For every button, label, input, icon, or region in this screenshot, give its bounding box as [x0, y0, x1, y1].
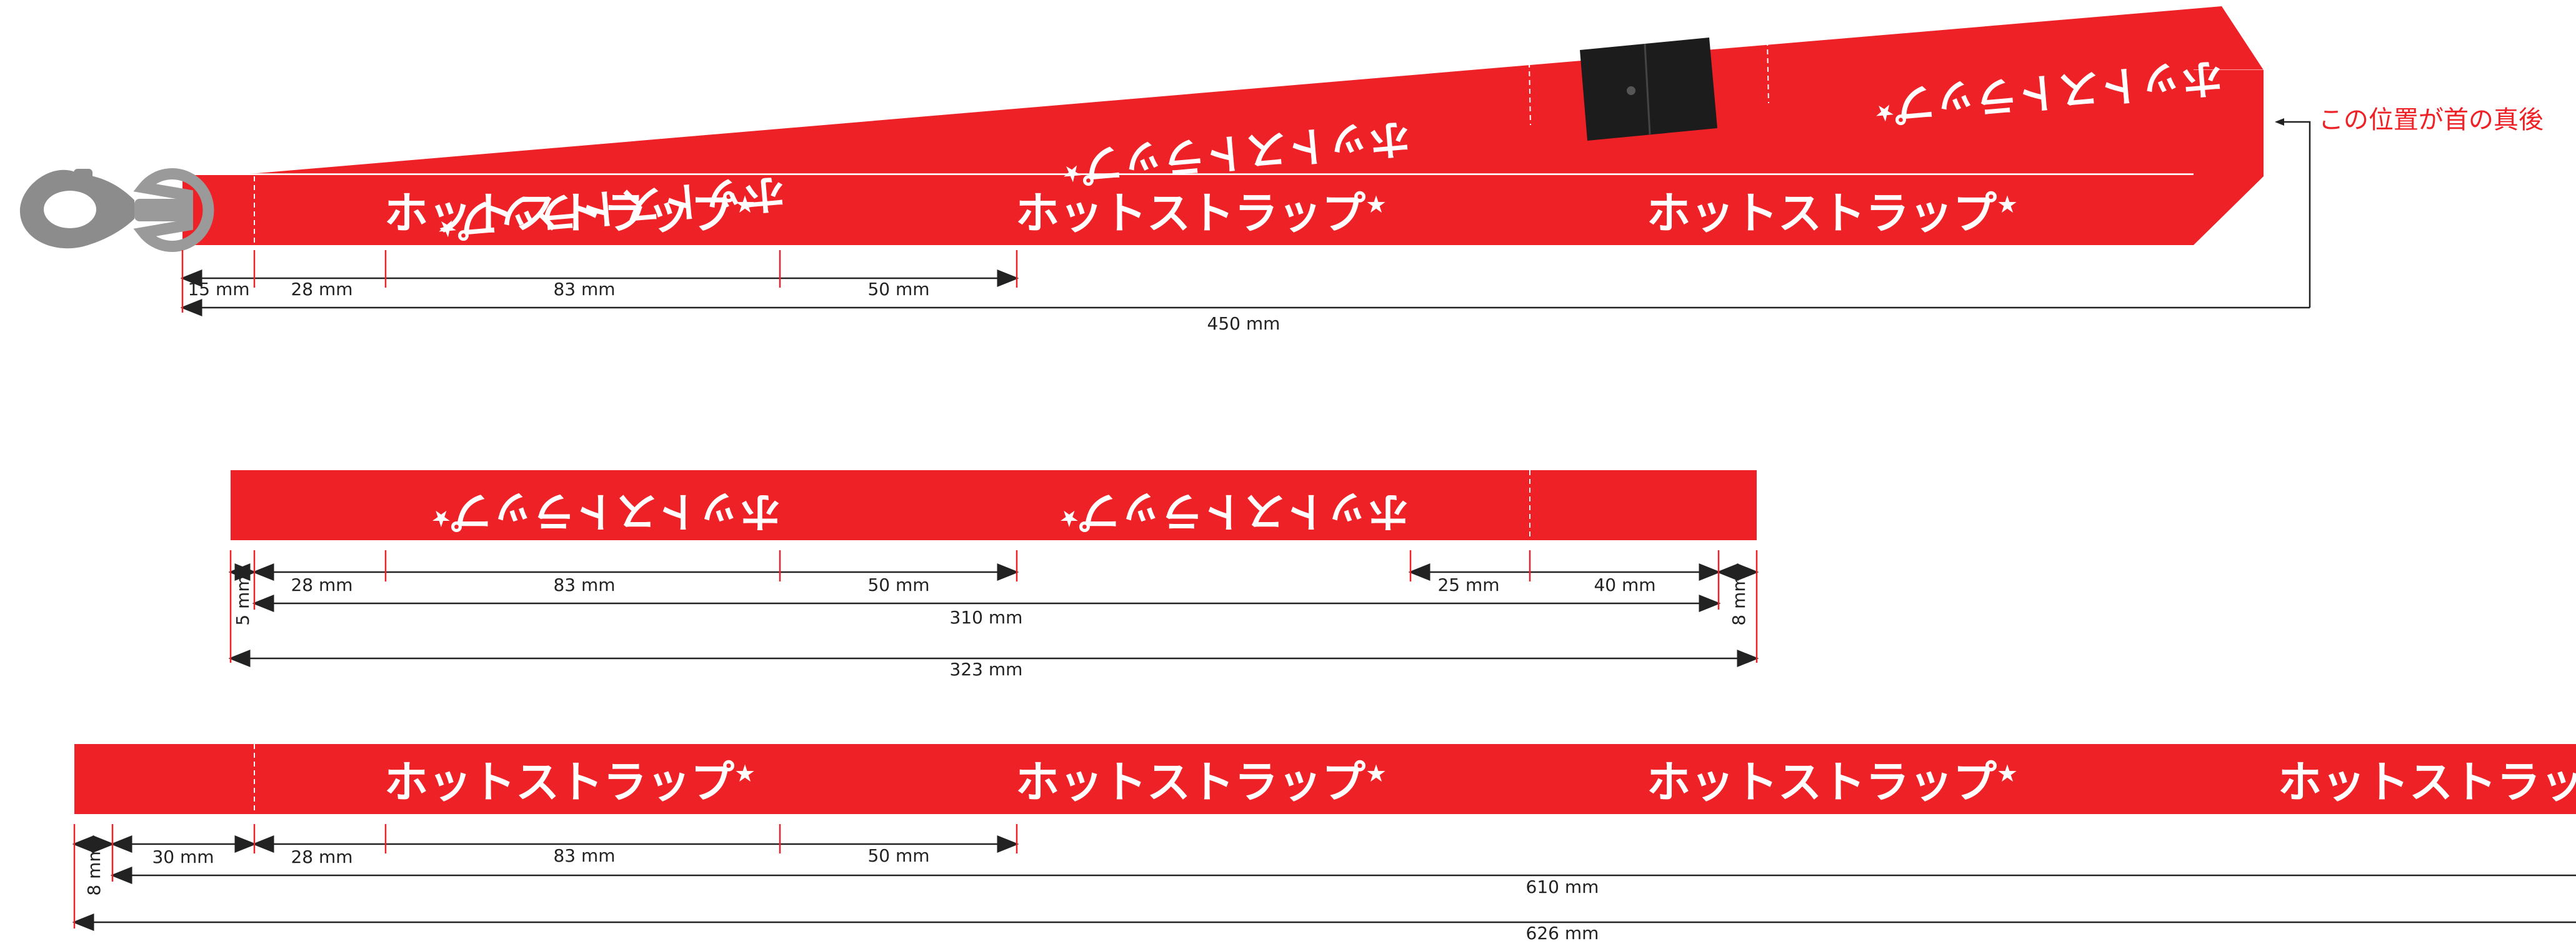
- front-strap-prints: ホットストラップ★ ホットストラップ★ ホットストラップ★: [384, 188, 2018, 239]
- dim-450mm: 450 mm: [1207, 313, 1281, 334]
- bottom-print-2: ホットストラップ★: [1016, 757, 1387, 808]
- dim-626mm: 626 mm: [1526, 923, 1599, 943]
- dim-50mm: 50 mm: [867, 845, 929, 866]
- middle-print-2: ホットストラップ★: [1059, 487, 1409, 535]
- bottom-print-3: ホットストラップ★: [1647, 757, 2018, 808]
- dim-323mm: 323 mm: [950, 659, 1023, 680]
- bottom-dimensions: [72, 835, 2576, 931]
- dim-50mm: 50 mm: [867, 279, 929, 299]
- lanyard-front-strap: [182, 175, 2264, 245]
- bottom-strip: [74, 744, 2576, 814]
- neck-pointer-arrow: [2275, 118, 2284, 126]
- dim-83mm: 83 mm: [553, 845, 615, 866]
- middle-strip: [231, 470, 1757, 540]
- bottom-ticks: [73, 824, 1018, 928]
- dim-83mm: 83 mm: [553, 575, 615, 595]
- dim-30mm: 30 mm: [152, 847, 214, 867]
- neck-position-note: この位置が首の真後: [2319, 106, 2544, 134]
- dim-15mm: 15 mm: [187, 279, 249, 299]
- middle-strip-prints: ホットストラップ★ ホットストラップ★: [431, 487, 1409, 535]
- middle-dimensions: [228, 563, 1759, 667]
- bottom-print-4: ホットストラップ★: [2278, 757, 2576, 808]
- dim-28mm: 28 mm: [291, 279, 352, 299]
- dim-28mm: 28 mm: [291, 575, 352, 595]
- buckle-seam-right: [1767, 40, 1769, 104]
- dim-50mm: 50 mm: [867, 575, 929, 595]
- dim-610mm: 610 mm: [1526, 877, 1599, 897]
- lanyard-dimensions: [180, 269, 2310, 316]
- dim-40mm: 40 mm: [1594, 575, 1655, 595]
- neck-pointer-line: [2278, 121, 2311, 308]
- bottom-print-1: ホットストラップ★: [384, 757, 756, 808]
- dim-28mm: 28 mm: [291, 847, 352, 867]
- strap-print-2: ホットストラップ★: [1016, 188, 1387, 239]
- dim-25mm: 25 mm: [1437, 575, 1499, 595]
- safety-buckle-icon: [1580, 38, 1717, 141]
- lanyard-back-strap: [250, 6, 2264, 174]
- middle-ticks: [229, 550, 1758, 663]
- dim-8mm-right: 8 mm: [1729, 575, 1749, 625]
- bottom-strip-prints: ホットストラップ★ ホットストラップ★ ホットストラップ★ ホットストラップ★: [384, 757, 2576, 808]
- dim-83mm: 83 mm: [553, 279, 615, 299]
- strap-print-1: ホットストラップ★: [384, 188, 756, 239]
- dim-310mm: 310 mm: [950, 607, 1023, 628]
- strap-print-3: ホットストラップ★: [1647, 188, 2018, 239]
- lanyard-ticks: [181, 250, 1018, 313]
- neck-drop-section: [2194, 70, 2264, 175]
- middle-strip-view: ホットストラップ★ ホットストラップ★ 5 mm 28 mm 83 mm: [228, 470, 1759, 680]
- bottom-strip-view: ホットストラップ★ ホットストラップ★ ホットストラップ★ ホットストラップ★ …: [72, 744, 2576, 943]
- dim-5mm: 5 mm: [232, 575, 253, 625]
- dim-8mm-left: 8 mm: [84, 845, 104, 895]
- middle-print-1: ホットストラップ★: [431, 487, 781, 535]
- lanyard-top-view: ホットストラップ★ ホットストラップ★ ホットストラップ★ ホットストラップ★ …: [19, 6, 2544, 334]
- lanyard-hook-icon: [19, 168, 214, 252]
- buckle-seam-left: [1529, 62, 1531, 126]
